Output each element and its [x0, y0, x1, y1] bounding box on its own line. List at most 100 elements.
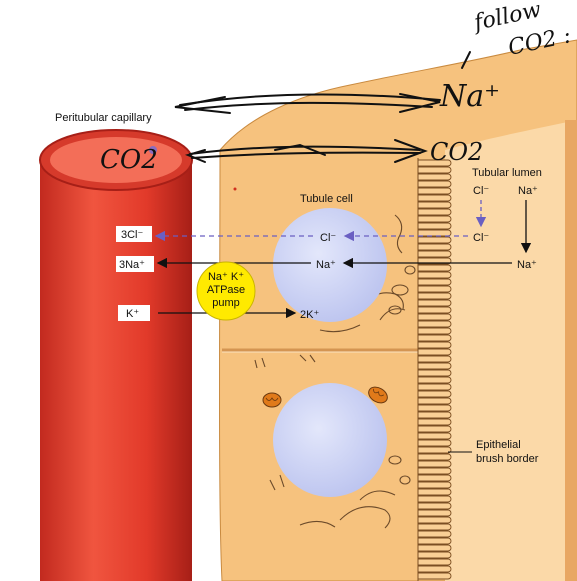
pump-label-3: pump [212, 297, 240, 309]
microvillus [418, 271, 452, 279]
microvillus [418, 397, 452, 405]
mitochondria [262, 386, 388, 408]
tubular-lumen-label: Tubular lumen [472, 167, 542, 179]
hand-na: Na⁺ [439, 79, 500, 114]
microvillus [418, 502, 452, 510]
hand-double-arrow-top [179, 93, 441, 106]
microvillus [418, 208, 452, 216]
microvillus [418, 418, 452, 426]
microvillus [418, 187, 452, 195]
microvillus [418, 222, 452, 230]
microvillus [418, 215, 452, 223]
microvillus [418, 180, 452, 188]
microvillus [418, 166, 452, 174]
microvillus [418, 299, 452, 307]
handwritten-annotations [149, 51, 471, 163]
microvillus [418, 551, 452, 559]
nucleus-lower [273, 383, 387, 497]
microvillus [418, 537, 452, 545]
microvillus [418, 523, 452, 531]
capillary-tube [40, 160, 192, 581]
microvillus [418, 264, 452, 272]
pump-label-1: Na⁺ K⁺ [208, 271, 244, 283]
microvillus [418, 467, 452, 475]
microvillus [418, 355, 452, 363]
microvillus [418, 201, 452, 209]
microvillus [418, 313, 452, 321]
microvillus [418, 446, 452, 454]
microvillus [418, 229, 452, 237]
hand-arrowhead-right-top [399, 93, 441, 113]
microvillus [418, 236, 452, 244]
lumen-na-top: Na⁺ [518, 185, 538, 197]
hand-arrowhead-left-mid [184, 149, 206, 163]
microvillus [418, 334, 452, 342]
microvillus [418, 495, 452, 503]
microvillus [418, 285, 452, 293]
box-3cl [116, 226, 152, 242]
hand-arrowhead-right-mid [394, 139, 428, 163]
microvillus [418, 432, 452, 440]
red-dot [233, 187, 237, 191]
microvillus [418, 530, 452, 538]
blood-na-label: 3Na⁺ [119, 259, 145, 271]
microvillus [418, 572, 452, 580]
microvillus [418, 425, 452, 433]
microvillus [418, 327, 452, 335]
microvillus [418, 439, 452, 447]
microvillus [418, 376, 452, 384]
microvillus [418, 278, 452, 286]
atpase-pump [196, 261, 256, 321]
microvillus [418, 341, 452, 349]
microvillus [418, 173, 452, 181]
microvillus [418, 159, 452, 167]
peritubular-capillary-label: Peritubular capillary [55, 112, 152, 124]
microvillus [418, 250, 452, 258]
microvillus [418, 369, 452, 377]
box-k [118, 305, 150, 321]
tubular-lumen-area [445, 120, 577, 581]
microvillus [418, 243, 452, 251]
microvillus [418, 565, 452, 573]
microvillus [418, 460, 452, 468]
microvillus [418, 411, 452, 419]
box-3na [116, 256, 154, 272]
brush-border-label-2: brush border [476, 453, 539, 465]
capillary-lumen [50, 137, 182, 183]
microvillus [418, 404, 452, 412]
cell-na-label: Na⁺ [316, 259, 336, 271]
microvillus [418, 516, 452, 524]
microvillus [418, 320, 452, 328]
brush-border-label-1: Epithelial [476, 439, 521, 451]
microvillus [418, 306, 452, 314]
cell-cl-label: Cl⁻ [320, 232, 336, 244]
pump-label-2: ATPase [207, 284, 245, 296]
organelles [254, 214, 416, 529]
brush-border [417, 158, 452, 581]
microvillus [418, 558, 452, 566]
microvillus [418, 474, 452, 482]
lumen-na-bottom: Na⁺ [517, 259, 537, 271]
microvillus [418, 194, 452, 202]
blood-k-label: K⁺ [126, 308, 139, 320]
blood-cl-label: 3Cl⁻ [121, 229, 144, 241]
cell-k-label: 2K⁺ [300, 309, 319, 321]
microvillus [418, 292, 452, 300]
hand-co2-left: CO2 [100, 145, 158, 175]
microvillus [418, 362, 452, 370]
microvillus [418, 481, 452, 489]
microvillus [418, 390, 452, 398]
microvillus [418, 509, 452, 517]
microvillus [418, 488, 452, 496]
hand-co2-right: CO2 [430, 138, 483, 166]
microvillus [418, 348, 452, 356]
microvillus [418, 453, 452, 461]
microvillus [418, 544, 452, 552]
tubule-cell-label: Tubule cell [300, 193, 353, 205]
hand-tick [461, 51, 471, 69]
lumen-cl-bottom: Cl⁻ [473, 232, 489, 244]
microvillus [418, 383, 452, 391]
lumen-cl-top: Cl⁻ [473, 185, 489, 197]
lumen-edge [565, 120, 577, 581]
